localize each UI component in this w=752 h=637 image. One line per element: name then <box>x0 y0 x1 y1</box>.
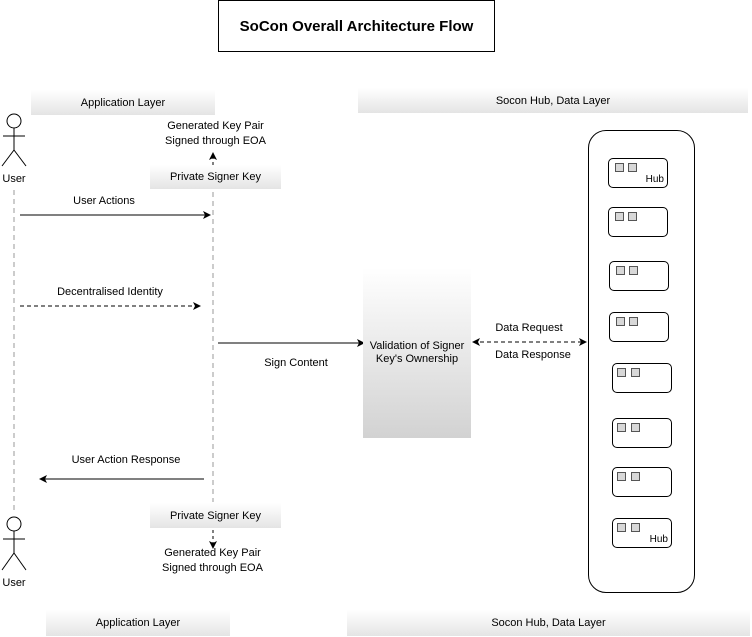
top-key-note-line2: Signed through EOA <box>165 135 266 147</box>
user-actor-bottom <box>1 516 27 571</box>
node-square-icon <box>631 423 640 432</box>
application-layer-band-bottom: Application Layer <box>46 610 230 636</box>
user-actions-label: User Actions <box>73 195 135 207</box>
top-key-note-line1: Generated Key Pair <box>167 120 264 132</box>
bottom-key-note-line2: Signed through EOA <box>162 562 263 574</box>
private-signer-key-top: Private Signer Key <box>150 165 281 189</box>
hub-node <box>609 261 669 291</box>
node-square-icon <box>631 523 640 532</box>
node-square-icon <box>616 317 625 326</box>
node-square-icon <box>631 368 640 377</box>
node-square-icon <box>616 266 625 275</box>
bottom-key-note-line1: Generated Key Pair <box>164 547 261 559</box>
bottom-key-note: Generated Key Pair Signed through EOA <box>147 546 278 576</box>
hub-node <box>612 363 672 393</box>
hub-node <box>609 312 669 342</box>
node-square-icon <box>617 368 626 377</box>
user-actor-top <box>1 113 27 167</box>
node-square-icon <box>631 472 640 481</box>
application-layer-band-top: Application Layer <box>31 90 215 115</box>
node-square-icon <box>629 317 638 326</box>
user-label-bottom: User <box>2 577 26 589</box>
hub-node: Hub <box>612 518 672 548</box>
hub-node: Hub <box>608 158 668 188</box>
node-square-icon <box>617 472 626 481</box>
private-signer-key-bottom: Private Signer Key <box>150 503 281 528</box>
decentralised-identity-label: Decentralised Identity <box>57 286 163 298</box>
node-square-icon <box>617 523 626 532</box>
node-square-icon <box>615 212 624 221</box>
node-square-icon <box>629 266 638 275</box>
hub-node <box>608 207 668 237</box>
sign-content-label: Sign Content <box>264 357 328 369</box>
hub-node <box>612 467 672 497</box>
node-square-icon <box>628 163 637 172</box>
node-square-icon <box>615 163 624 172</box>
user-label-top: User <box>2 173 26 185</box>
diagram-title: SoCon Overall Architecture Flow <box>218 0 495 52</box>
user-action-response-label: User Action Response <box>71 454 181 466</box>
data-response-label: Data Response <box>495 349 571 361</box>
data-request-label: Data Request <box>495 322 563 334</box>
hub-layer-band-bottom: Socon Hub, Data Layer <box>347 610 750 636</box>
validation-box: Validation of Signer Key's Ownership <box>363 268 471 438</box>
top-key-note: Generated Key Pair Signed through EOA <box>150 119 281 149</box>
hub-node-label: Hub <box>649 534 668 545</box>
node-square-icon <box>617 423 626 432</box>
node-square-icon <box>628 212 637 221</box>
hub-node-label: Hub <box>645 174 664 185</box>
hub-layer-band-top: Socon Hub, Data Layer <box>358 88 748 113</box>
hub-node <box>612 418 672 448</box>
